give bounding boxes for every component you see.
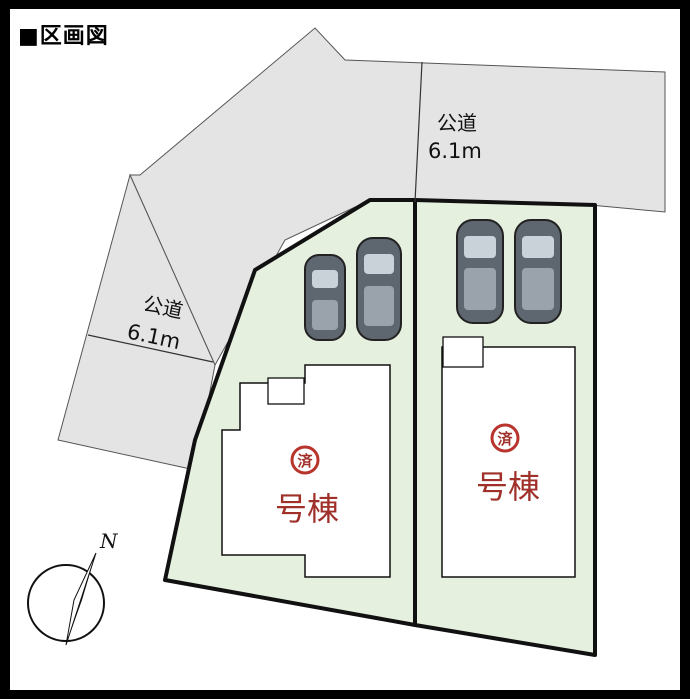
compass-icon: N [27,529,119,646]
road-top-name: 公道 [437,111,477,135]
car-icon [356,237,402,341]
page-title: ■区画図 [18,24,109,49]
car-icon [304,254,346,341]
entrance-left [267,377,305,405]
sold-badge-left: 済 [290,445,320,475]
house-label-right: 号棟 [476,468,540,506]
compass-north-label: N [99,529,119,553]
road-width-arrow-top [414,61,423,203]
road-top-width: 6.1m [428,139,482,163]
house-right [441,346,576,578]
sold-badge-right: 済 [490,423,520,453]
sold-mark: 済 [297,452,313,470]
road-width-arrow-left [87,334,214,363]
sold-mark: 済 [497,430,513,448]
car-icon [514,219,562,324]
entrance-right [442,336,484,368]
house-label-left: 号棟 [275,490,339,528]
car-icon [456,219,504,324]
